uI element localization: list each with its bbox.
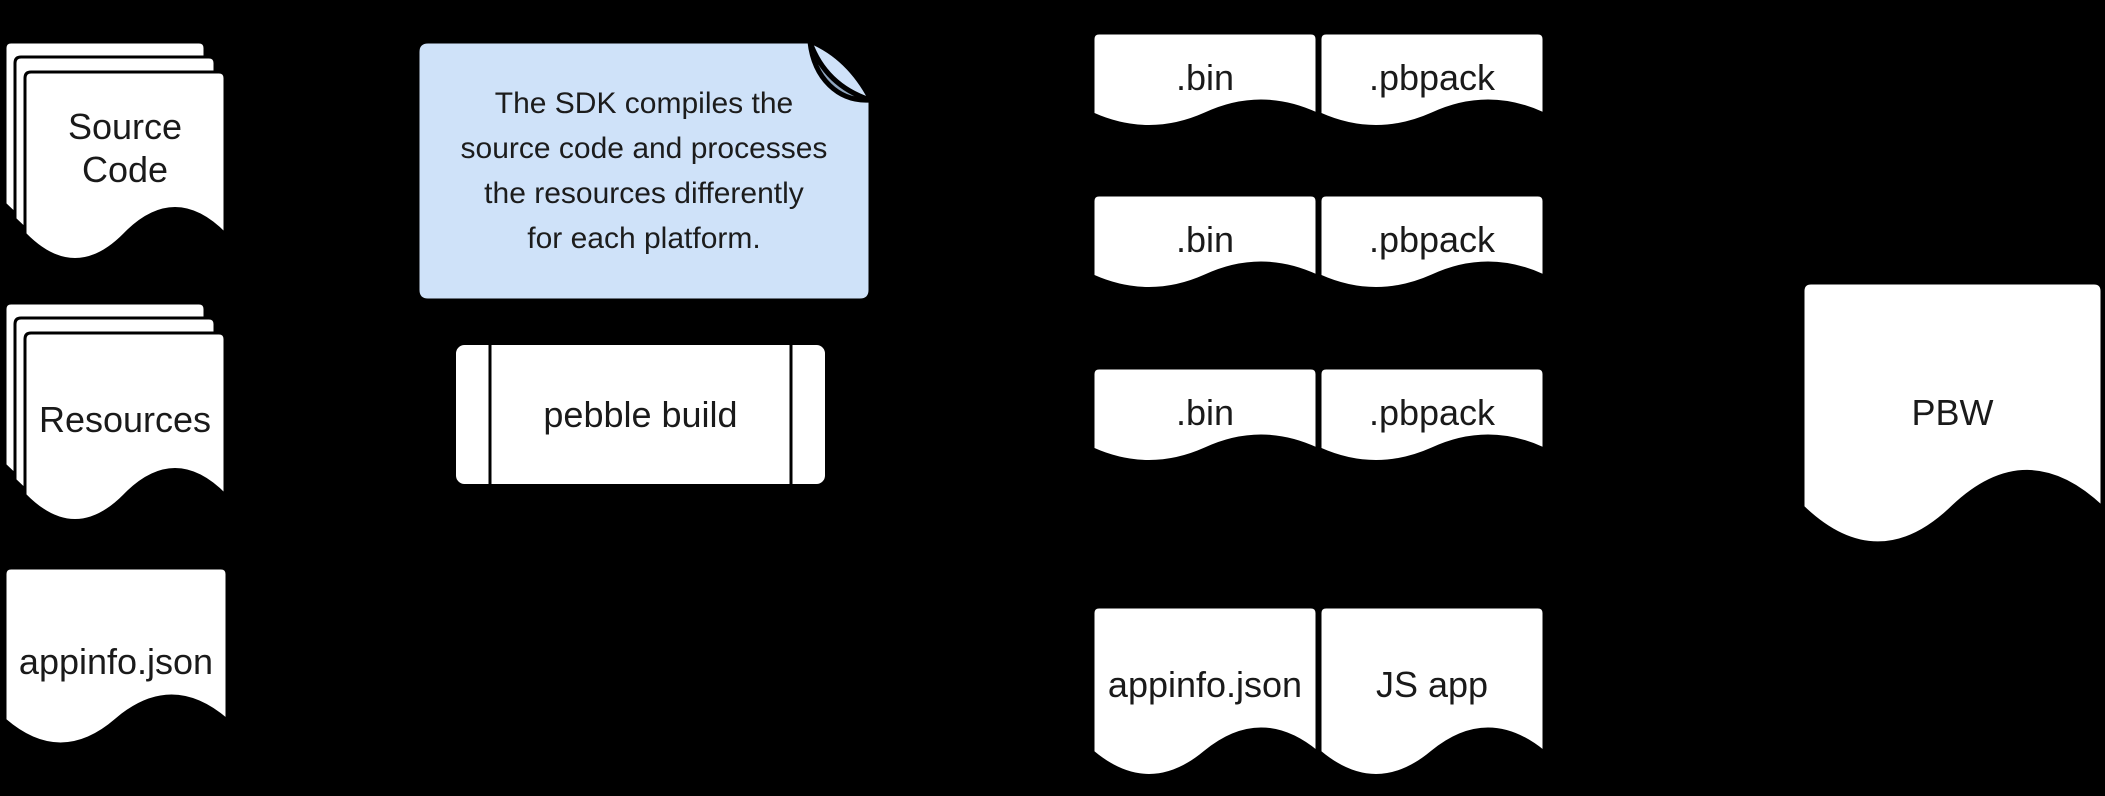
- source-code-doc-stack: Source Code: [3, 40, 231, 294]
- appinfo-doc: appinfo.json: [3, 566, 229, 770]
- document-shape: [3, 566, 229, 746]
- platform-row-1-pbpack-doc: .pbpack: [1318, 31, 1546, 141]
- platform-row-2-bin-doc: .bin: [1091, 193, 1319, 303]
- document-shape: [1801, 281, 2104, 545]
- pbw-doc: PBW: [1801, 281, 2104, 583]
- document-shape: [1318, 31, 1546, 128]
- note-fold-corner: [807, 39, 873, 103]
- document-shape: [1091, 31, 1319, 128]
- sdk-note: The SDK compiles the source code and pro…: [416, 39, 873, 302]
- js-row-appinfo-doc: appinfo.json: [1091, 605, 1319, 796]
- document-shape: [1091, 366, 1319, 463]
- document-shape: [1318, 366, 1546, 463]
- note-body: [416, 40, 872, 302]
- platform-row-3-bin-doc: .bin: [1091, 366, 1319, 476]
- platform-row-2-pbpack-doc: .pbpack: [1318, 193, 1546, 303]
- document-shape: [1091, 605, 1319, 777]
- stacked-document-shape: [3, 40, 227, 261]
- note-shape: [416, 39, 873, 302]
- stacked-document-shape: [3, 301, 227, 522]
- pebble-build-process: pebble build: [453, 342, 828, 487]
- resources-doc-stack: Resources: [3, 301, 231, 555]
- document-shape: [1091, 193, 1319, 290]
- platform-row-3-pbpack-doc: .pbpack: [1318, 366, 1546, 476]
- document-shape: [1318, 605, 1546, 777]
- document-shape: [1318, 193, 1546, 290]
- process-shape: [453, 342, 828, 487]
- platform-row-1-bin-doc: .bin: [1091, 31, 1319, 141]
- js-row-jsapp-doc: JS app: [1318, 605, 1546, 796]
